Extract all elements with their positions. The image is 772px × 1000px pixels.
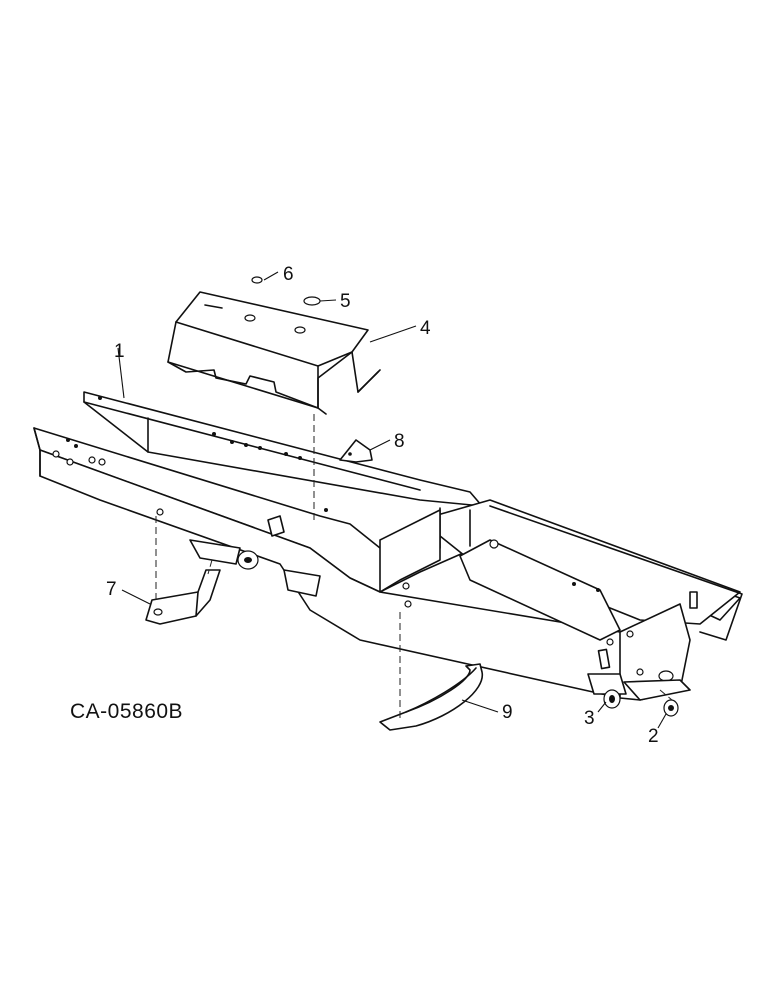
callout-9: 9	[502, 702, 513, 723]
main-frame	[33, 427, 743, 701]
drawing-code: CA-05860B	[70, 700, 183, 723]
callout-4: 4	[420, 318, 431, 339]
callout-3: 3	[584, 708, 595, 729]
callout-8: 8	[394, 431, 405, 452]
callout-1: 1	[114, 341, 125, 362]
callout-5: 5	[340, 291, 351, 312]
part-8-bracket	[339, 439, 373, 463]
part-9-strap	[379, 663, 483, 731]
part-6-small-ring	[251, 276, 263, 284]
part-5-washer	[303, 296, 321, 306]
part-4-cover-plate	[167, 291, 381, 415]
part-7-bracket	[145, 569, 221, 625]
callout-7: 7	[106, 579, 117, 600]
part-2-nut	[663, 699, 679, 717]
part-3-bushing	[603, 689, 621, 709]
callout-6: 6	[283, 264, 294, 285]
part-1-inner-rail	[83, 391, 483, 507]
callout-2: 2	[648, 726, 659, 747]
